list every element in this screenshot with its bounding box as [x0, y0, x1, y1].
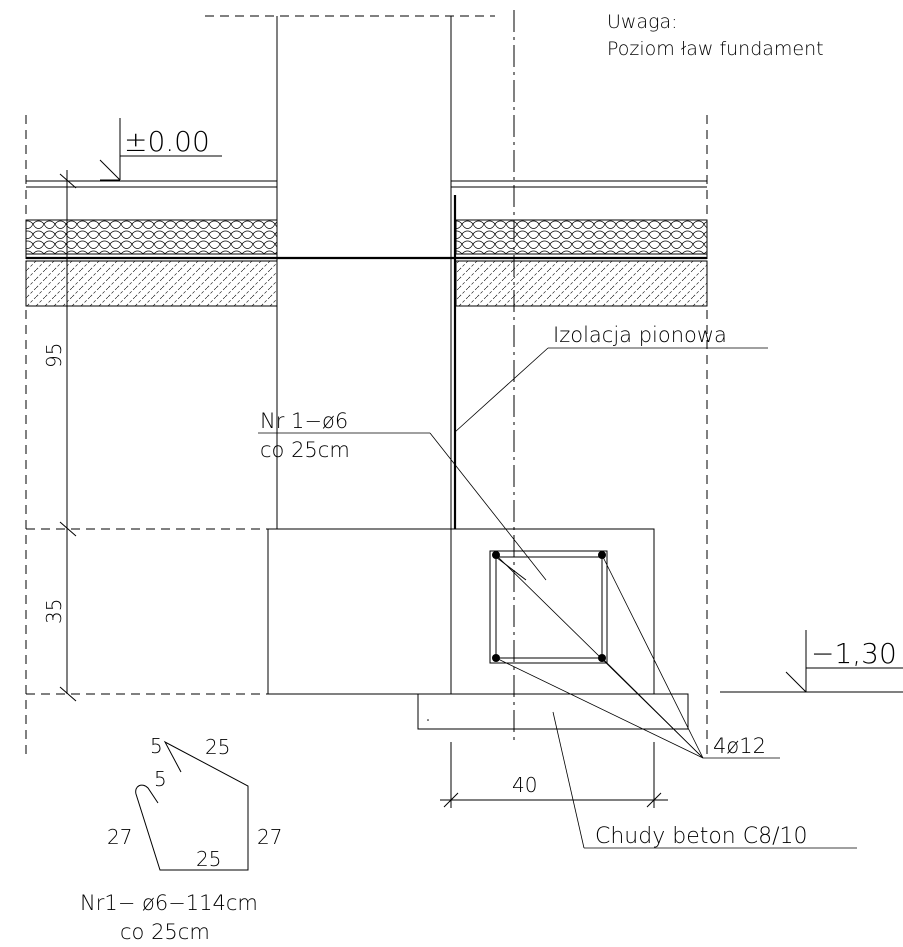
stirrup-bend-shape — [135, 740, 249, 871]
vertical-insulation-label: Izolacja pionowa — [553, 323, 727, 347]
lean-concrete-slab — [417, 693, 689, 730]
bend-bottom-edge: 25 — [196, 847, 221, 871]
bend-hook-b: 5 — [154, 767, 167, 791]
stirrup-leader — [429, 432, 547, 581]
dim-tick-top — [59, 173, 77, 189]
bend-hook-a: 5 — [150, 734, 163, 758]
dim-tick-bottom — [59, 686, 77, 702]
stirrup-outer — [489, 550, 608, 664]
bend-top-edge: 25 — [205, 735, 230, 759]
dim-tick-left — [443, 792, 459, 808]
leader-bar-4 — [601, 657, 704, 759]
thermal-insulation-right — [455, 219, 708, 255]
footing-outline — [267, 528, 655, 695]
stirrup-inner — [495, 556, 603, 659]
insulation-leader — [454, 347, 549, 433]
top-level-marker-diagonal — [99, 159, 121, 181]
bottom-level-marker-diagonal — [785, 671, 807, 693]
lean-concrete-label: Chudy beton C8/10 — [595, 824, 808, 849]
bend-left-edge: 27 — [107, 825, 132, 849]
lean-concrete-leader — [552, 711, 585, 849]
dim-tick-right — [646, 792, 662, 808]
dim-tick-mid — [59, 521, 77, 537]
subfloor-concrete-left — [25, 260, 278, 307]
subfloor-concrete-right — [455, 260, 708, 307]
top-level-label: ±0.00 — [124, 125, 210, 158]
thermal-insulation-left — [25, 219, 278, 255]
dim-footing-height: 35 — [42, 599, 66, 624]
bend-right-edge: 27 — [257, 825, 282, 849]
bend-caption-line2: co 25cm — [120, 920, 210, 944]
stirrup-label-line2: co 25cm — [260, 438, 350, 462]
dim-wall-height: 95 — [42, 343, 66, 368]
bottom-level-label: −1,30 — [811, 637, 897, 670]
stirrup-label-line1: Nr 1−ø6 — [260, 409, 348, 433]
bend-caption-line1: Nr1− ø6−114cm — [80, 891, 258, 915]
leader-bar-2 — [601, 554, 704, 759]
lean-concrete-dot — [427, 719, 429, 721]
dim-footing-half-width: 40 — [512, 773, 537, 797]
note-text: Poziom ław fundament — [607, 38, 824, 60]
leader-bar-3 — [495, 657, 704, 759]
note-heading: Uwaga: — [607, 11, 678, 33]
stirrup-hook — [495, 556, 527, 581]
main-bars-label: 4ø12 — [713, 734, 766, 758]
